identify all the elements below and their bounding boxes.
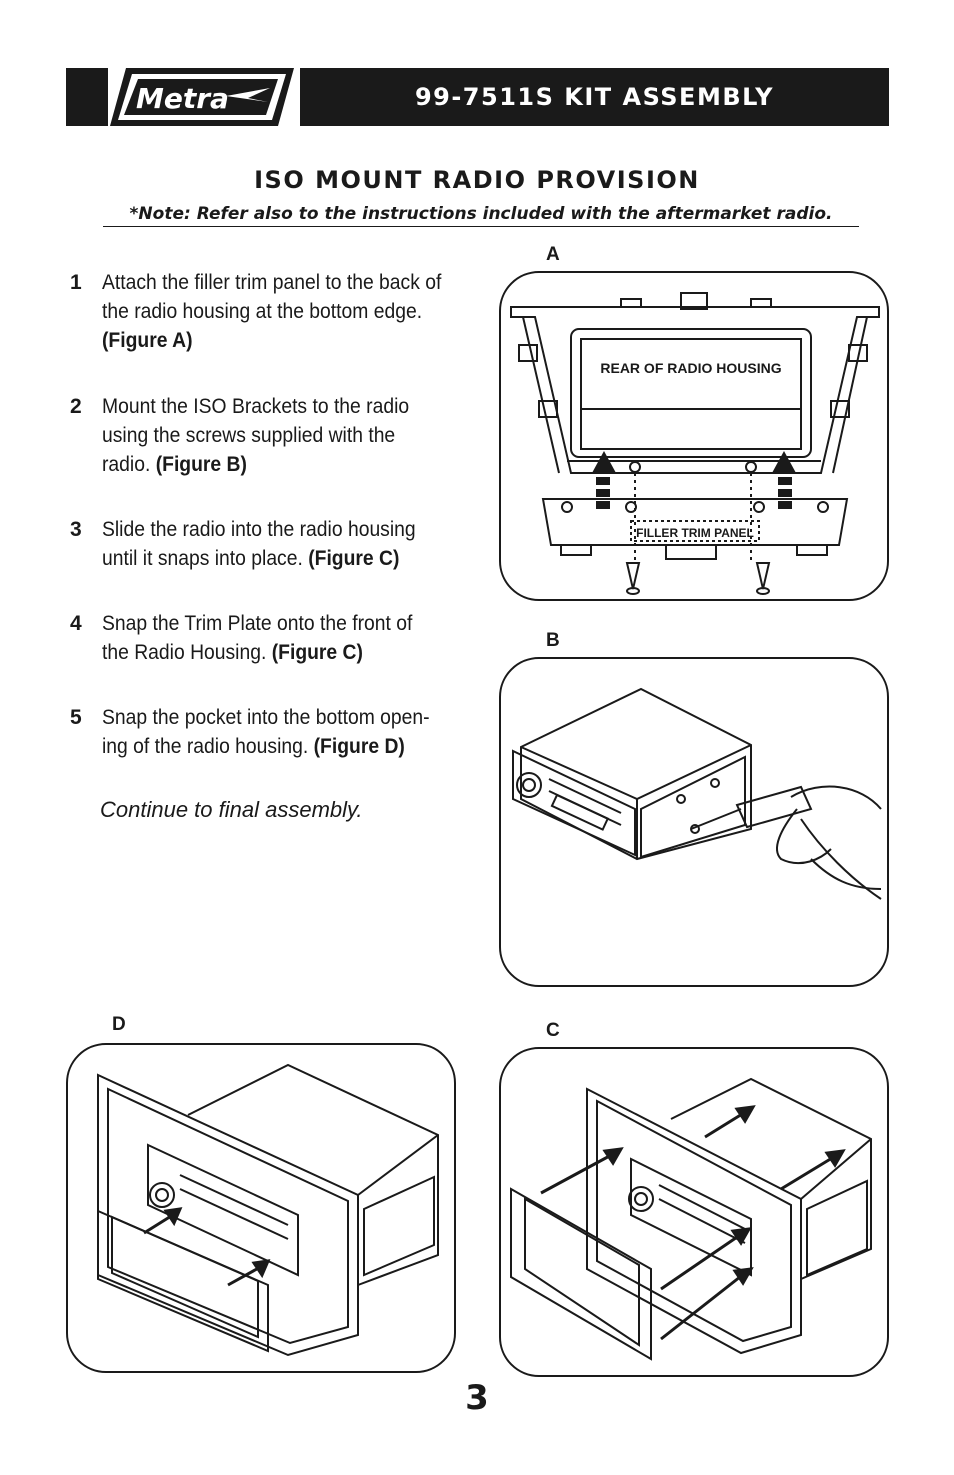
step-figure-ref: (Figure B) — [155, 453, 247, 476]
metra-logo: Metra — [110, 68, 294, 126]
figure-d-label: D — [112, 1014, 126, 1035]
continue-text: Continue to final assembly. — [100, 797, 363, 822]
step-number: 3 — [70, 518, 82, 541]
step-text: Snap the pocket into the bottom open-ing… — [102, 706, 430, 758]
section-title: ISO MOUNT RADIO PROVISION — [254, 166, 700, 194]
figure-b-drawing — [512, 687, 882, 900]
figure-d-drawing — [97, 1063, 439, 1357]
step-text: Attach the filler trim panel to the back… — [102, 271, 442, 323]
step-figure-ref: (Figure C) — [308, 547, 400, 570]
logo-text: Metra — [136, 82, 229, 115]
step-figure-ref: (Figure D) — [313, 735, 405, 758]
step-number: 1 — [70, 271, 82, 294]
step-number: 4 — [70, 612, 82, 635]
header-black-block — [66, 68, 108, 126]
figure-c-drawing — [510, 1077, 872, 1361]
page-number: 3 — [465, 1378, 489, 1418]
step-figure-ref: (Figure A) — [102, 329, 193, 352]
figure-a-label: A — [546, 244, 560, 265]
step-number: 2 — [70, 395, 82, 418]
step-text: Mount the ISO Brackets to the radio usin… — [102, 395, 410, 476]
note: *Note: Refer also to the instructions in… — [103, 204, 859, 227]
figure-c — [499, 1047, 889, 1377]
figure-b-label: B — [546, 630, 560, 651]
step-figure-ref: (Figure C) — [271, 641, 363, 664]
step-text: Slide the radio into the radio housing u… — [102, 518, 416, 570]
figure-a-drawing: REAR OF RADIO HOUSING FILLER TRIM PANEL — [510, 292, 880, 595]
step-number: 5 — [70, 706, 82, 729]
figure-c-label: C — [546, 1020, 560, 1041]
step-text: Snap the Trim Plate onto the front of th… — [102, 612, 413, 664]
rear-housing-label: REAR OF RADIO HOUSING — [600, 360, 781, 376]
filler-trim-label: FILLER TRIM PANEL — [636, 526, 754, 540]
header-title: 99-7511S KIT ASSEMBLY — [300, 68, 889, 126]
figure-a: REAR OF RADIO HOUSING FILLER TRIM PANEL — [499, 271, 889, 601]
figure-b — [499, 657, 889, 987]
figure-d — [66, 1043, 456, 1373]
